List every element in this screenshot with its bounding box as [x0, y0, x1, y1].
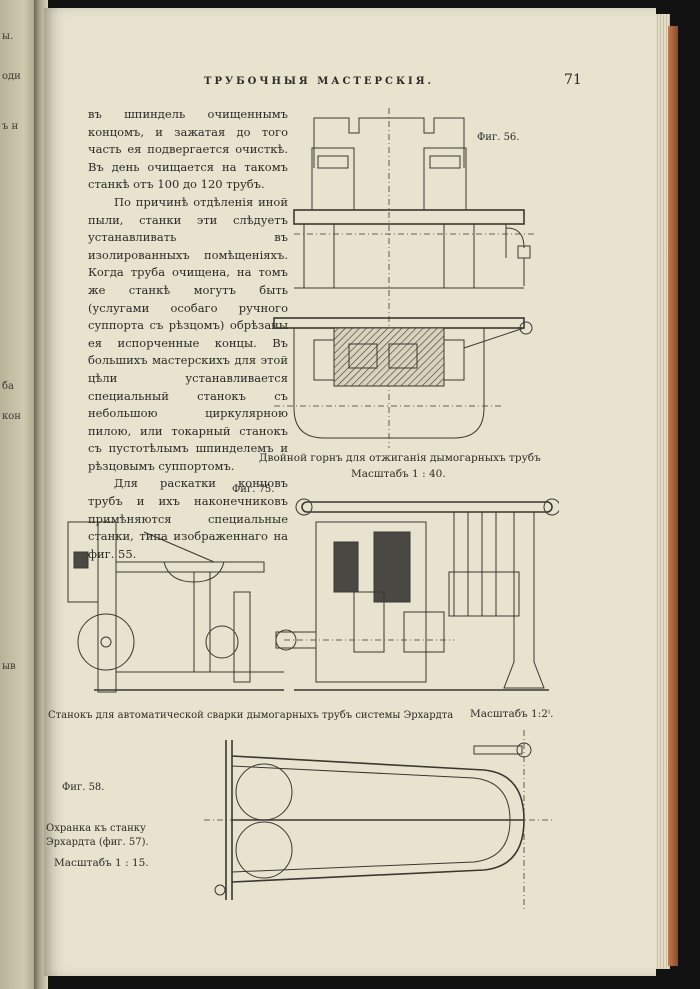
page-number: 71 — [564, 72, 582, 88]
fig57-drawing — [67, 498, 559, 693]
fig58-drawing — [204, 730, 554, 912]
previous-page-fragment: ы. — [2, 31, 14, 42]
fig58-caption-line: Охранка къ станку — [46, 823, 146, 834]
body-paragraph: Для раскатки концовъ трубъ и ихъ наконеч… — [88, 476, 288, 561]
book-cover-edge — [668, 26, 678, 966]
book-page: ТРУБОЧНЫЯ МАСТЕРСКІЯ. 71 въ шпиндель очи… — [44, 8, 656, 976]
fig58-label: Фиг. 58. — [62, 782, 105, 793]
previous-page-fragment: кон — [2, 411, 21, 422]
previous-page-fragment: ыв — [2, 661, 16, 672]
fig58-caption-line: Эрхардта (фиг. 57). — [46, 837, 149, 848]
page-stack-edges — [652, 14, 670, 969]
fig56-label: Фиг. 56. — [477, 132, 520, 143]
previous-page-fragment: оди — [2, 71, 21, 82]
fig57-scale: Масштабъ 1:2ⁱ. — [470, 708, 554, 720]
body-text-column: въ шпиндель очищеннымъ концомъ, и зажата… — [88, 106, 288, 563]
previous-page-edge: ы. оди ъ н ба кон ыв — [0, 0, 40, 989]
previous-page-fragment: ба — [2, 381, 14, 392]
previous-page-fragment: ъ н — [2, 121, 19, 132]
fig56-caption: Двойной горнъ для отжиганія дымогарныхъ … — [259, 452, 541, 464]
body-paragraph: По причинѣ отдѣленія иной пыли, станки э… — [88, 194, 288, 473]
fig56-scale: Масштабъ 1 : 40. — [351, 468, 446, 480]
fig57-label: Фиг. 75. — [232, 484, 275, 495]
body-paragraph: въ шпиндель очищеннымъ концомъ, и зажата… — [88, 107, 288, 192]
fig56-drawing — [273, 108, 534, 448]
fig57-caption: Станокъ для автоматической сварки дымога… — [48, 710, 454, 721]
fig58-scale: Масштабъ 1 : 15. — [54, 857, 149, 869]
running-head: ТРУБОЧНЫЯ МАСТЕРСКІЯ. — [204, 76, 435, 87]
